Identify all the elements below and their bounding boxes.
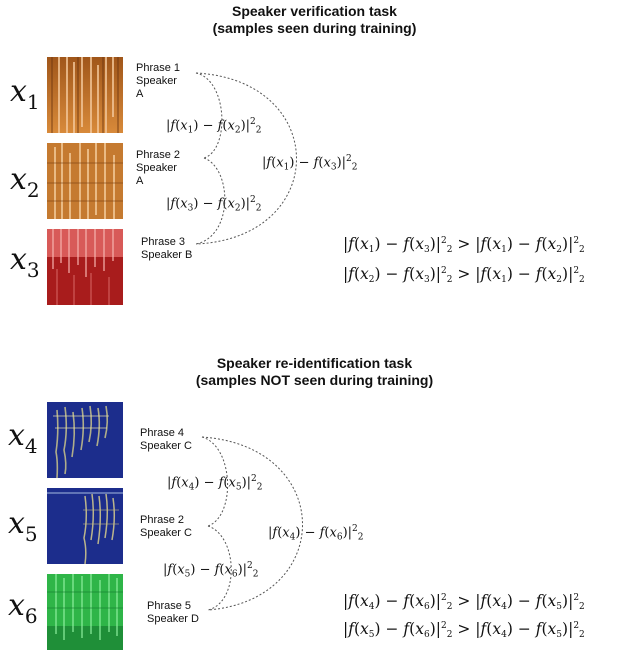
spectrogram-x1: [47, 57, 123, 133]
distance-x3-x2: |f(x3) − f(x2)|22: [166, 195, 262, 214]
reidentification-title-line2: (samples NOT seen during training): [195, 372, 434, 388]
verification-title: Speaker verification task (samples seen …: [0, 3, 629, 37]
distance-x1-x3: |f(x1) − f(x3)|22: [262, 154, 358, 173]
var-x5: x5: [8, 506, 38, 547]
label-x2: Phrase 2 Speaker A: [136, 149, 181, 187]
inequality-1: |f(x1) − f(x3)|22 > |f(x1) − f(x2)|22: [343, 235, 585, 255]
distance-x1-x2: |f(x1) − f(x2)|22: [166, 117, 262, 136]
verification-title-line2: (samples seen during training): [212, 20, 417, 36]
reidentification-title: Speaker re-identification task (samples …: [0, 355, 629, 389]
label-x5: Phrase 2 Speaker C: [140, 514, 192, 539]
arc-x1-x2: [195, 72, 223, 159]
label-x6: Phrase 5 Speaker D: [147, 600, 199, 625]
spectrogram-x6: [47, 574, 123, 650]
spectrogram-x3: [47, 229, 123, 305]
label-x1: Phrase 1 Speaker A: [136, 62, 181, 100]
distance-x4-x6: |f(x4) − f(x6)|22: [268, 524, 364, 543]
var-x2: x2: [10, 162, 40, 203]
spectrogram-x4: [47, 402, 123, 478]
label-x3: Phrase 3 Speaker B: [141, 236, 193, 261]
inequality-4: |f(x5) − f(x6)|22 > |f(x4) − f(x5)|22: [343, 620, 585, 640]
reidentification-title-line1: Speaker re-identification task: [216, 355, 413, 371]
distance-x4-x5: |f(x4) − f(x5)|22: [167, 474, 263, 493]
inequality-3: |f(x4) − f(x6)|22 > |f(x4) − f(x5)|22: [343, 592, 585, 612]
label-x4: Phrase 4 Speaker C: [140, 427, 192, 452]
verification-title-line1: Speaker verification task: [232, 3, 397, 19]
var-x1: x1: [10, 74, 40, 115]
var-x6: x6: [8, 588, 38, 629]
inequality-2: |f(x2) − f(x3)|22 > |f(x1) − f(x2)|22: [343, 265, 585, 285]
spectrogram-x5: [47, 488, 123, 564]
var-x3: x3: [10, 242, 40, 283]
var-x4: x4: [8, 418, 38, 459]
distance-x5-x6: |f(x5) − f(x6)|22: [163, 561, 259, 580]
spectrogram-x2: [47, 143, 123, 219]
